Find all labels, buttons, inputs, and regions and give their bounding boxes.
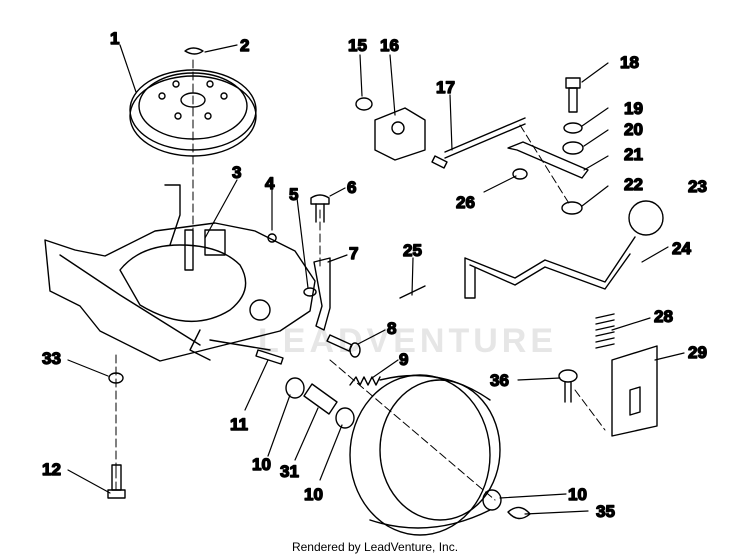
part-bolt-12 xyxy=(107,464,126,499)
callout-33: 33 xyxy=(42,349,61,368)
part-bolt-36 xyxy=(558,369,578,403)
callout-2: 2 xyxy=(240,36,249,55)
callout-4: 4 xyxy=(265,174,275,193)
part-washer-5 xyxy=(303,287,317,297)
footer-credit: Rendered by LeadVenture, Inc. xyxy=(291,540,459,554)
callout-16: 16 xyxy=(380,36,399,55)
part-transaxle xyxy=(44,184,316,362)
part-spacer-31 xyxy=(303,383,338,415)
callout-11: 11 xyxy=(230,415,248,434)
callout-labels: 1 2 3 4 5 6 7 8 9 10 10 10 11 12 15 16 1… xyxy=(41,28,707,521)
leader-lines xyxy=(67,44,685,515)
callout-35: 35 xyxy=(596,502,615,521)
callout-21: 21 xyxy=(624,145,643,164)
part-washer-20 xyxy=(562,141,584,155)
callout-5: 5 xyxy=(289,185,298,204)
part-bracket-16 xyxy=(374,107,426,161)
part-bracket-29 xyxy=(611,345,658,437)
callout-17: 17 xyxy=(436,78,455,97)
part-washer-10 xyxy=(285,377,305,399)
part-nut-33 xyxy=(108,372,124,384)
part-bolt-6 xyxy=(310,194,330,223)
part-plug xyxy=(267,233,277,243)
part-pulley xyxy=(129,69,257,157)
watermark: LEADVENTURE xyxy=(258,322,558,360)
callout-3: 3 xyxy=(232,163,241,182)
part-clip-35 xyxy=(507,506,531,520)
callout-20: 20 xyxy=(624,120,643,139)
part-rod-17 xyxy=(431,117,526,169)
callout-23: 23 xyxy=(688,177,707,196)
callout-1: 1 xyxy=(110,29,119,48)
callout-8: 8 xyxy=(387,319,396,338)
callout-10: 10 xyxy=(304,485,323,504)
part-tire xyxy=(349,374,501,536)
part-nut-26 xyxy=(512,168,528,180)
part-axle-key xyxy=(255,349,284,365)
part-bolt-18 xyxy=(565,77,581,113)
callout-12: 12 xyxy=(42,460,61,479)
callout-22: 22 xyxy=(624,175,643,194)
part-washer-10 xyxy=(335,407,355,429)
part-bracket-7 xyxy=(313,257,331,331)
callout-10: 10 xyxy=(568,485,587,504)
part-spring-28 xyxy=(595,313,615,349)
callout-7: 7 xyxy=(349,244,358,263)
part-lever-24 xyxy=(464,236,636,299)
callout-18: 18 xyxy=(620,53,639,72)
part-knob-23 xyxy=(628,200,664,236)
part-washer-15 xyxy=(355,97,373,111)
center-lines xyxy=(115,59,606,501)
part-washer-10 xyxy=(482,489,502,511)
part-bolt-8 xyxy=(326,334,361,358)
callout-36: 36 xyxy=(490,371,509,390)
callout-24: 24 xyxy=(672,239,691,258)
callout-19: 19 xyxy=(624,99,643,118)
callout-25: 25 xyxy=(403,241,422,260)
callout-9: 9 xyxy=(399,350,408,369)
part-link-21 xyxy=(507,141,589,179)
callout-10: 10 xyxy=(252,455,271,474)
part-washer-19 xyxy=(563,122,583,134)
callout-28: 28 xyxy=(654,307,673,326)
callout-29: 29 xyxy=(688,343,707,362)
part-key xyxy=(184,47,204,55)
callout-15: 15 xyxy=(348,36,367,55)
part-spring-9 xyxy=(349,376,381,386)
callout-26: 26 xyxy=(456,193,475,212)
callout-6: 6 xyxy=(347,178,356,197)
callout-31: 31 xyxy=(280,462,299,481)
part-washer-22 xyxy=(561,201,583,215)
